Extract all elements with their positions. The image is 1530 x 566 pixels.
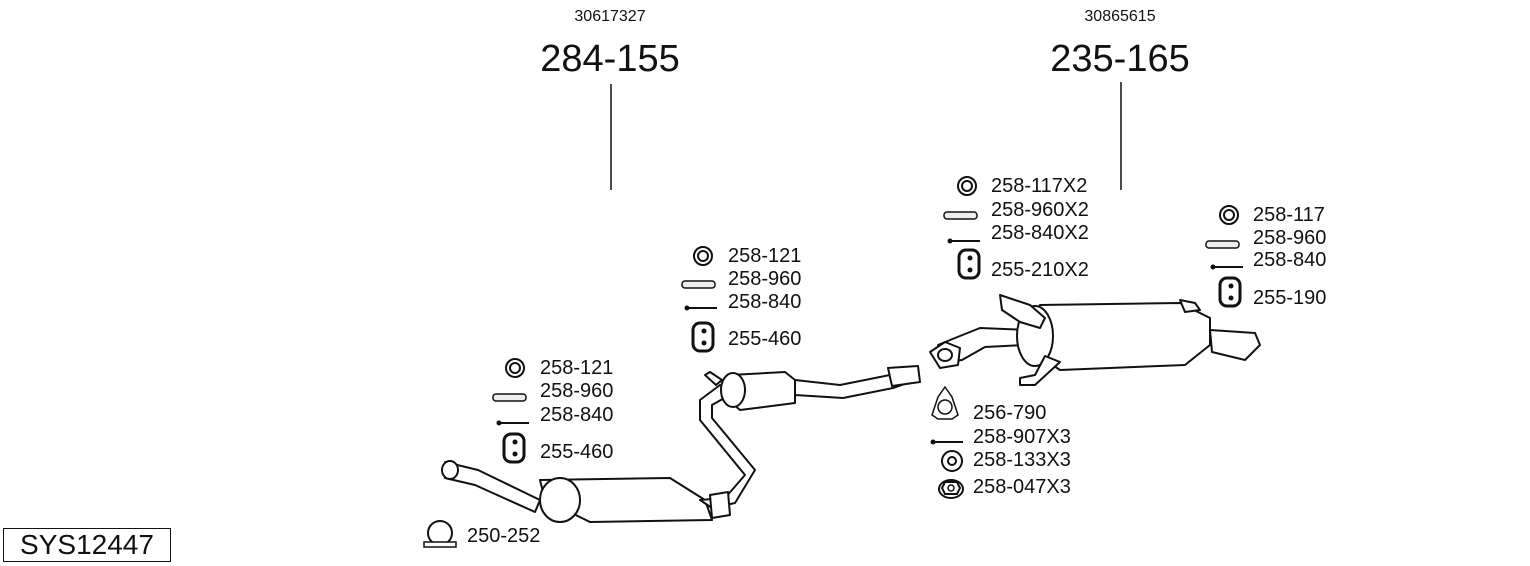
- sleeve-icon: [681, 280, 716, 289]
- part-label[interactable]: 258-133X3: [973, 449, 1071, 471]
- ring-icon: [1219, 205, 1239, 225]
- part-label[interactable]: 255-460: [728, 328, 802, 350]
- bolt-icon: [496, 420, 529, 426]
- oe-number: 30865615: [1084, 8, 1156, 25]
- part-label[interactable]: 258-840: [1253, 249, 1327, 271]
- rubber-hanger-icon: [691, 321, 715, 353]
- part-label[interactable]: 258-117: [1253, 204, 1325, 226]
- washer-icon: [941, 450, 963, 472]
- part-label[interactable]: 258-907X3: [973, 426, 1071, 448]
- bolt-icon: [684, 305, 717, 311]
- part-label[interactable]: 258-960: [540, 380, 614, 402]
- rubber-hanger-icon: [502, 432, 526, 464]
- gasket-icon: [931, 385, 959, 420]
- bolt-icon: [947, 238, 980, 244]
- part-label[interactable]: 255-460: [540, 441, 614, 463]
- bolt-icon: [930, 439, 963, 445]
- oe-number: 30617327: [574, 8, 646, 25]
- part-label[interactable]: 258-840: [540, 404, 614, 426]
- part-label[interactable]: 255-190: [1253, 287, 1327, 309]
- nut-icon: [938, 479, 964, 499]
- part-label[interactable]: 258-960: [1253, 227, 1327, 249]
- part-number[interactable]: 235-165: [1050, 38, 1190, 80]
- part-label[interactable]: 258-117X2: [991, 175, 1088, 197]
- middle-silencer-assembly: [441, 365, 921, 523]
- clamp-icon: [423, 520, 457, 548]
- sleeve-icon: [492, 393, 527, 402]
- part-label[interactable]: 258-840: [728, 291, 802, 313]
- ring-icon: [957, 176, 977, 196]
- part-label[interactable]: 256-790: [973, 402, 1047, 424]
- system-code: SYS12447: [3, 528, 171, 562]
- part-label[interactable]: 258-960X2: [991, 199, 1089, 221]
- rubber-hanger-icon: [1218, 276, 1242, 308]
- part-label[interactable]: 258-960: [728, 268, 802, 290]
- rubber-hanger-icon: [957, 248, 981, 280]
- part-label[interactable]: 250-252: [467, 525, 541, 547]
- ring-icon: [693, 246, 713, 266]
- part-label[interactable]: 255-210X2: [991, 259, 1089, 281]
- sleeve-icon: [1205, 240, 1240, 249]
- sleeve-icon: [943, 211, 978, 220]
- part-label[interactable]: 258-840X2: [991, 222, 1089, 244]
- bolt-icon: [1210, 264, 1243, 270]
- part-label[interactable]: 258-121: [728, 245, 802, 267]
- part-label[interactable]: 258-121: [540, 357, 614, 379]
- part-number[interactable]: 284-155: [540, 38, 680, 80]
- rear-silencer-assembly: [929, 294, 1261, 386]
- ring-icon: [505, 358, 525, 378]
- part-label[interactable]: 258-047X3: [973, 476, 1071, 498]
